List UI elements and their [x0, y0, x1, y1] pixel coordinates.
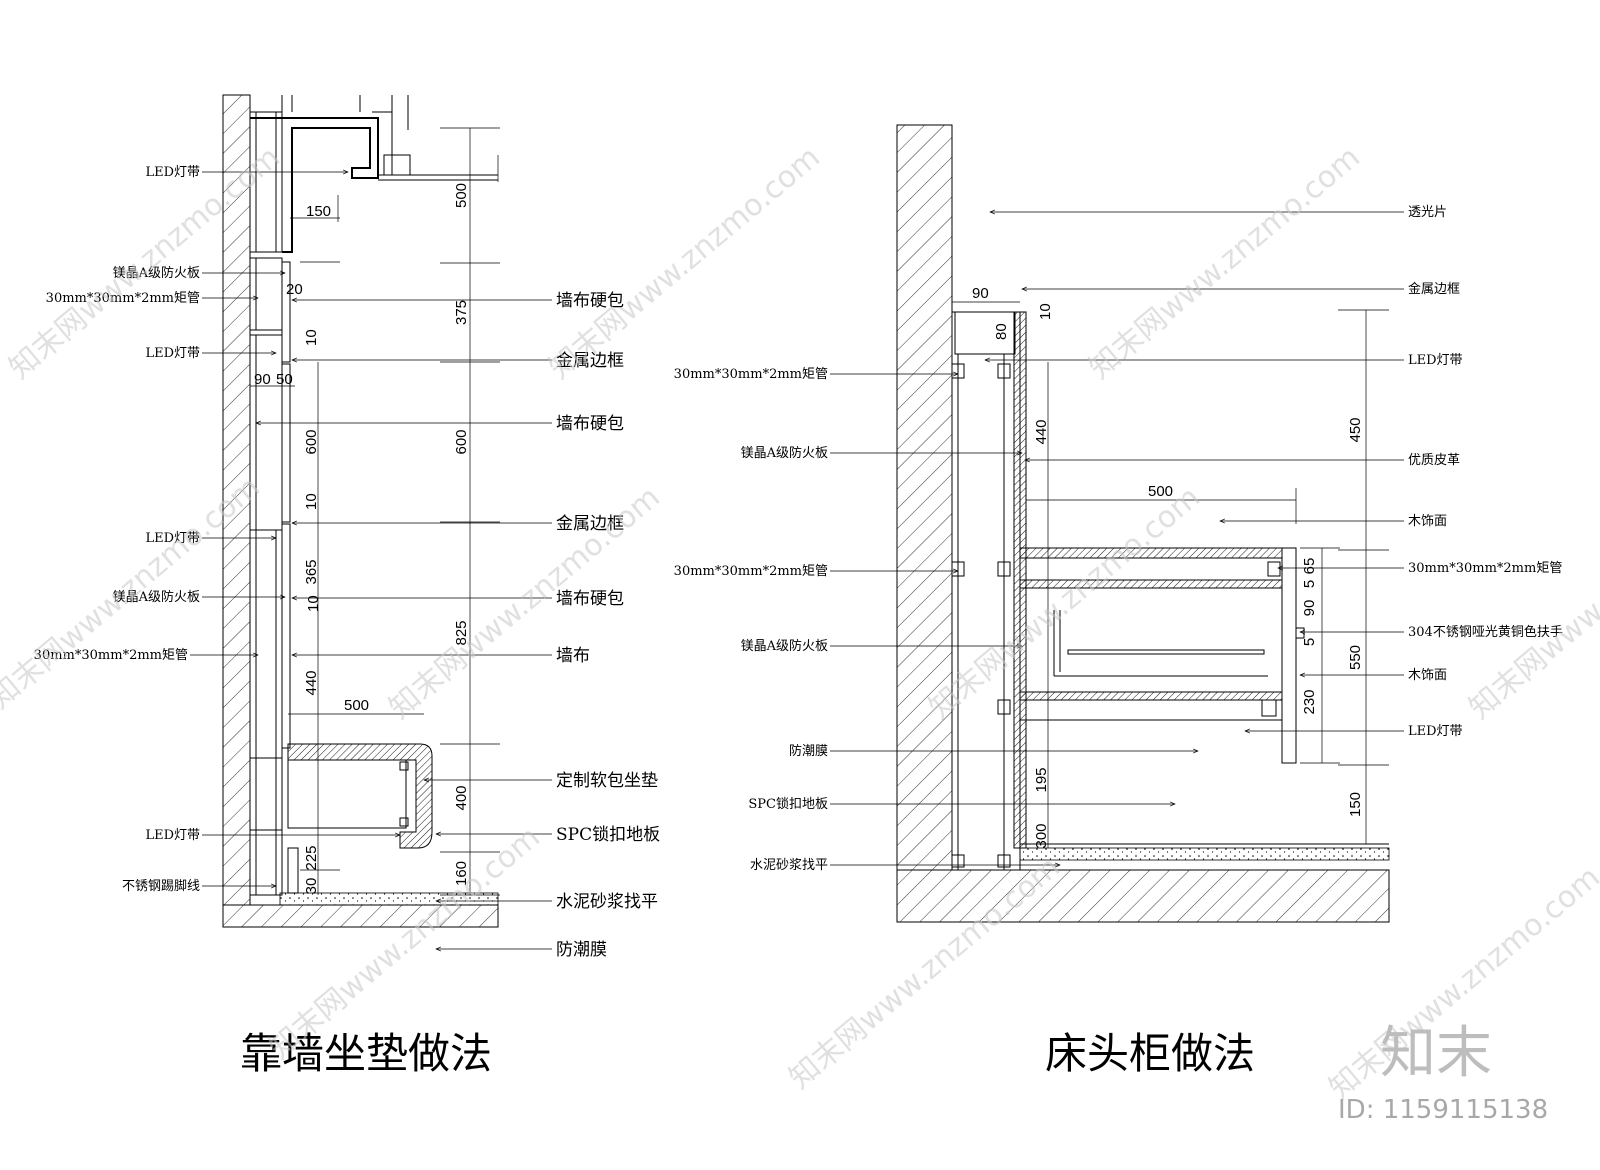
right-dim-inner-1: 195 — [1033, 767, 1050, 792]
left-title: 靠墙坐垫做法 — [240, 1029, 492, 1078]
right-dim-inner-4: 90 — [1301, 600, 1318, 617]
right-label-right-1: 金属边框 — [1408, 281, 1460, 297]
right-label-left-4: 防潮膜 — [789, 743, 828, 759]
dim-10-b: 10 — [303, 493, 320, 510]
right-label-right-8: LED灯带 — [1408, 724, 1463, 739]
left-label-right-3: 金属边框 — [556, 514, 624, 534]
left-label-left-1: 镁晶A级防火板 — [113, 265, 200, 281]
dim-10-a: 10 — [303, 329, 320, 346]
dim-150: 150 — [306, 203, 331, 220]
left-label-left-8: 不锈钢踢脚线 — [122, 878, 200, 894]
svg-text:知末网www.znzmo.com: 知末网www.znzmo.com — [383, 480, 667, 726]
dim-500: 500 — [344, 697, 369, 714]
right-label-left-6: 水泥砂浆找平 — [750, 858, 828, 873]
dim-20: 20 — [286, 281, 303, 298]
left-dim-inner-2: 440 — [303, 670, 320, 695]
left-label-right-8: 水泥砂浆找平 — [556, 892, 658, 912]
brand-logo-text: 知末 — [1380, 1021, 1492, 1086]
dim-r-500: 500 — [1148, 483, 1173, 500]
left-label-right-0: 墙布硬包 — [556, 291, 624, 311]
right-dim-inner-6: 5 — [1301, 580, 1318, 588]
right-dim-inner-5: 230 — [1301, 689, 1318, 714]
svg-text:知末网www.znzmo.com: 知末网www.znzmo.com — [1463, 480, 1600, 726]
right-dim-inner-0: 440 — [1033, 419, 1050, 444]
right-label-left-5: SPC锁扣地板 — [748, 796, 828, 812]
right-dim-vertical-1: 550 — [1347, 645, 1364, 670]
left-floor-screed — [279, 892, 499, 906]
left-label-right-7: SPC锁扣地板 — [556, 825, 660, 845]
left-dim-inner-0: 600 — [303, 429, 320, 454]
left-label-left-7: LED灯带 — [145, 828, 200, 843]
left-dim-vertical-5: 160 — [453, 861, 470, 886]
right-dim-inner-2: 300 — [1033, 823, 1050, 848]
right-label-left-0: 30mm*30mm*2mm矩管 — [674, 367, 828, 382]
left-label-left-6: 30mm*30mm*2mm矩管 — [34, 648, 188, 663]
right-dim-vertical-2: 150 — [1347, 792, 1364, 817]
left-dim-vertical-3: 825 — [453, 620, 470, 645]
dim-10-c: 10 — [305, 595, 322, 612]
right-label-left-1: 镁晶A级防火板 — [741, 445, 828, 461]
left-label-right-9: 防潮膜 — [556, 940, 607, 960]
svg-text:知末网www.znzmo.com: 知末网www.znzmo.com — [923, 480, 1207, 726]
left-dim-vertical-4: 400 — [453, 785, 470, 810]
left-dim-vertical-2: 600 — [453, 429, 470, 454]
right-label-right-5: 30mm*30mm*2mm矩管 — [1408, 561, 1562, 576]
left-wall-hatch — [222, 94, 251, 906]
right-label-right-2: LED灯带 — [1408, 353, 1463, 368]
left-label-left-0: LED灯带 — [145, 165, 200, 180]
right-label-right-3: 优质皮革 — [1408, 453, 1460, 468]
left-dim-vertical-0: 500 — [453, 183, 470, 208]
right-label-right-4: 木饰面 — [1408, 514, 1447, 529]
right-label-left-2: 30mm*30mm*2mm矩管 — [674, 564, 828, 579]
right-floor-screed — [1019, 847, 1390, 861]
left-label-right-4: 墙布硬包 — [556, 589, 624, 609]
dim-r-80: 80 — [993, 323, 1010, 340]
right-dim-vertical-0: 450 — [1347, 417, 1364, 442]
left-dim-inner-3: 225 — [303, 845, 320, 870]
left-label-left-3: LED灯带 — [145, 346, 200, 361]
image-id: ID: 1159115138 — [1338, 1095, 1548, 1125]
right-label-right-6: 304不锈钢哑光黄铜色扶手 — [1408, 624, 1563, 640]
right-label-right-0: 透光片 — [1408, 205, 1447, 220]
left-label-right-6: 定制软包坐垫 — [556, 771, 658, 791]
left-label-right-5: 墙布 — [556, 646, 590, 666]
left-section-drawing: LED灯带镁晶A级防火板30mm*30mm*2mm矩管LED灯带LED灯带镁晶A… — [34, 94, 660, 1078]
left-label-left-4: LED灯带 — [145, 531, 200, 546]
dim-r-10: 10 — [1037, 303, 1054, 320]
left-dim-inner-4: 30 — [303, 878, 320, 895]
left-label-right-1: 金属边框 — [556, 351, 624, 371]
dim-r-90: 90 — [972, 285, 989, 302]
left-label-left-5: 镁晶A级防火板 — [113, 589, 200, 605]
svg-text:知末网www.znzmo.com: 知末网www.znzmo.com — [1083, 140, 1367, 386]
right-floor-slab — [896, 869, 1390, 923]
right-dim-inner-7: 5 — [1301, 638, 1318, 646]
right-title: 床头柜做法 — [1045, 1029, 1255, 1078]
left-dim-inner-1: 365 — [303, 559, 320, 584]
left-label-left-2: 30mm*30mm*2mm矩管 — [46, 291, 200, 306]
dim-50: 50 — [276, 371, 293, 388]
svg-text:知末网www.znzmo.com: 知末网www.znzmo.com — [543, 140, 827, 386]
left-seat-cushion — [287, 743, 433, 849]
left-dim-vertical-1: 375 — [453, 300, 470, 325]
right-dim-inner-3: 65 — [1301, 558, 1318, 575]
right-label-right-7: 木饰面 — [1408, 668, 1447, 683]
left-label-right-2: 墙布硬包 — [556, 414, 624, 434]
dim-90: 90 — [254, 371, 271, 388]
nightstand-drawer-bottom — [1019, 691, 1283, 701]
right-label-left-3: 镁晶A级防火板 — [741, 638, 828, 654]
right-section-drawing: 30mm*30mm*2mm矩管镁晶A级防火板30mm*30mm*2mm矩管镁晶A… — [674, 124, 1563, 1078]
right-wall-hatch — [896, 124, 953, 871]
